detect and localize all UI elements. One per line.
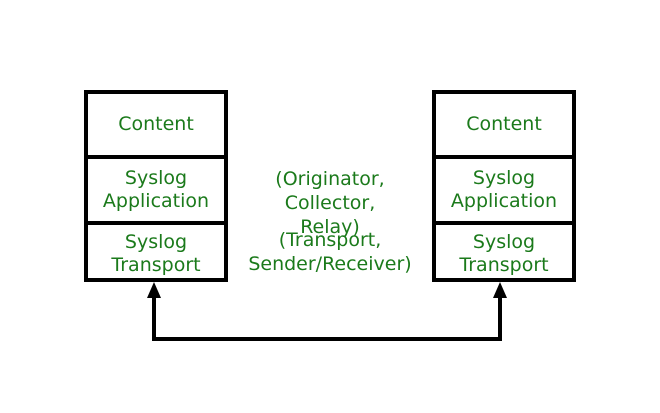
transport-roles-label: (Transport, Sender/Receiver) bbox=[248, 229, 412, 275]
right-transport-label: Syslog Transport bbox=[459, 230, 549, 276]
left-transport-label: Syslog Transport bbox=[111, 230, 201, 276]
left-content-label: Content bbox=[118, 113, 194, 135]
left-content-layer: Content bbox=[88, 94, 224, 155]
left-transport-layer: Syslog Transport bbox=[88, 221, 224, 282]
right-application-layer: Syslog Application bbox=[436, 155, 572, 221]
right-transport-layer: Syslog Transport bbox=[436, 221, 572, 282]
right-arrowhead-icon bbox=[493, 282, 507, 298]
right-application-label: Syslog Application bbox=[450, 167, 558, 212]
left-application-label: Syslog Application bbox=[102, 167, 210, 212]
right-content-label: Content bbox=[466, 113, 542, 135]
left-application-layer: Syslog Application bbox=[88, 155, 224, 221]
connector-line bbox=[152, 296, 502, 341]
right-syslog-stack: Content Syslog Application Syslog Transp… bbox=[432, 90, 576, 282]
left-syslog-stack: Content Syslog Application Syslog Transp… bbox=[84, 90, 228, 282]
left-arrowhead-icon bbox=[147, 282, 161, 298]
right-content-layer: Content bbox=[436, 94, 572, 155]
application-roles-label: (Originator, Collector, Relay) bbox=[275, 168, 385, 238]
